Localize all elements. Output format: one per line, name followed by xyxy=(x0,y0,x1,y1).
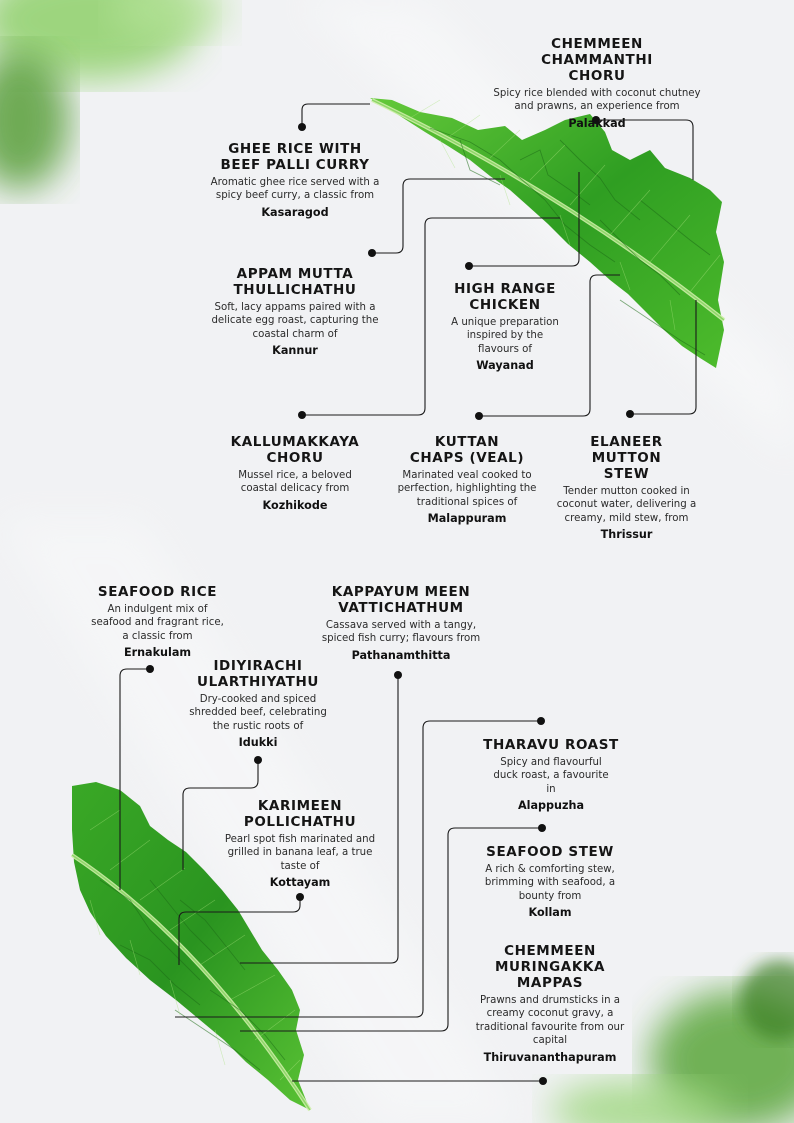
dish-kappayum: KAPPAYUM MEEN VATTICHATHUM Cassava serve… xyxy=(310,584,492,663)
dot-kannur xyxy=(368,249,376,257)
dish-place: Thiruvananthapuram xyxy=(483,1050,617,1064)
dish-description: Tender mutton cooked in coconut water, d… xyxy=(556,486,697,524)
dish-name: SEAFOOD RICE xyxy=(97,584,218,600)
dot-wayanad xyxy=(465,262,473,270)
dish-name: KUTTAN CHAPS (VEAL) xyxy=(409,434,525,466)
dot-kottayam xyxy=(296,893,304,901)
dot-pathanamthitta xyxy=(394,671,402,679)
dish-name: SEAFOOD STEW xyxy=(486,844,614,860)
dish-name: THARAVU ROAST xyxy=(483,737,619,753)
dish-idiyirachi: IDIYIRACHI ULARTHIYATHU Dry-cooked and s… xyxy=(183,658,333,750)
dish-description: Spicy rice blended with coconut chutney … xyxy=(493,88,701,113)
dish-place: Malappuram xyxy=(427,512,507,526)
dish-name: CHEMMEEN MURINGAKKA MAPPAS xyxy=(494,943,605,991)
dish-place: Wayanad xyxy=(476,359,534,373)
dot-thrissur xyxy=(626,410,634,418)
dish-place: Kottayam xyxy=(269,876,331,890)
dish-description: Dry-cooked and spiced shredded beef, cel… xyxy=(189,694,327,732)
dish-high-range: HIGH RANGE CHICKEN A unique preparation … xyxy=(425,281,585,373)
connector-dots xyxy=(146,116,634,1085)
dot-malappuram xyxy=(475,412,483,420)
dish-description: Prawns and drumsticks in a creamy coconu… xyxy=(475,995,625,1047)
dot-palakkad xyxy=(592,116,600,124)
dot-alappuzha xyxy=(537,717,545,725)
dish-elaneer: ELANEER MUTTON STEW Tender mutton cooked… xyxy=(555,434,698,542)
dish-ghee-rice: GHEE RICE WITH BEEF PALLI CURRY Aromatic… xyxy=(200,141,390,220)
dish-place: Kannur xyxy=(272,344,318,358)
dot-kasaragod xyxy=(298,123,306,131)
dish-seafood-rice: SEAFOOD RICE An indulgent mix of seafood… xyxy=(85,584,230,660)
dish-name: ELANEER MUTTON STEW xyxy=(590,434,663,482)
dish-place: Palakkad xyxy=(568,116,626,130)
dish-description: Cassava served with a tangy, spiced fish… xyxy=(321,620,481,645)
dish-place: Kasaragod xyxy=(261,205,329,219)
dish-place: Idukki xyxy=(238,736,278,750)
dot-kozhikode xyxy=(298,411,306,419)
dish-karimeen: KARIMEEN POLLICHATHU Pearl spot fish mar… xyxy=(215,798,385,890)
dish-place: Kozhikode xyxy=(262,498,328,512)
dish-description: Mussel rice, a beloved coastal delicacy … xyxy=(238,470,352,495)
dot-ernakulam xyxy=(146,665,154,673)
dish-chemmeen-muringakka: CHEMMEEN MURINGAKKA MAPPAS Prawns and dr… xyxy=(470,943,630,1065)
dish-tharavu: THARAVU ROAST Spicy and flavourful duck … xyxy=(476,737,626,813)
dish-name: GHEE RICE WITH BEEF PALLI CURRY xyxy=(220,141,370,173)
north-kerala-leaf xyxy=(370,98,726,368)
dot-kollam xyxy=(538,824,546,832)
dish-name: KARIMEEN POLLICHATHU xyxy=(243,798,357,830)
dish-seafood-stew: SEAFOOD STEW A rich & comforting stew, b… xyxy=(475,844,625,920)
dish-place: Ernakulam xyxy=(123,646,192,660)
dish-chemmeen-chammanthi: CHEMMEEN CHAMMANTHI CHORU Spicy rice ble… xyxy=(482,36,712,131)
dot-idukki xyxy=(254,756,262,764)
dish-appam: APPAM MUTTA THULLICHATHU Soft, lacy appa… xyxy=(205,266,385,358)
dish-kallumakkaya: KALLUMAKKAYA CHORU Mussel rice, a belove… xyxy=(220,434,370,513)
dish-name: HIGH RANGE CHICKEN xyxy=(454,281,556,313)
dish-place: Thrissur xyxy=(600,528,653,542)
dish-name: APPAM MUTTA THULLICHATHU xyxy=(233,266,357,298)
dish-place: Kollam xyxy=(528,906,572,920)
dish-description: Marinated veal cooked to perfection, hig… xyxy=(397,470,537,508)
dish-description: Pearl spot fish marinated and grilled in… xyxy=(224,834,376,872)
dish-place: Alappuzha xyxy=(517,799,585,813)
dish-kuttan-chaps: KUTTAN CHAPS (VEAL) Marinated veal cooke… xyxy=(394,434,540,526)
dish-name: CHEMMEEN CHAMMANTHI CHORU xyxy=(541,36,653,84)
dot-thiruvananthapuram xyxy=(539,1077,547,1085)
dish-description: Aromatic ghee rice served with a spicy b… xyxy=(210,177,380,202)
dish-name: KAPPAYUM MEEN VATTICHATHUM xyxy=(331,584,471,616)
dish-place: Pathanamthitta xyxy=(351,648,451,662)
dish-description: Spicy and flavourful duck roast, a favou… xyxy=(493,757,609,795)
dish-description: A unique preparation inspired by the fla… xyxy=(451,317,559,355)
dish-description: An indulgent mix of seafood and fragrant… xyxy=(91,604,224,642)
dish-description: Soft, lacy appams paired with a delicate… xyxy=(211,302,379,340)
dish-name: KALLUMAKKAYA CHORU xyxy=(230,434,360,466)
dish-description: A rich & comforting stew, brimming with … xyxy=(484,864,616,902)
connector-lines xyxy=(119,103,697,1082)
south-kerala-leaf xyxy=(70,782,312,1112)
dish-name: IDIYIRACHI ULARTHIYATHU xyxy=(197,658,319,690)
